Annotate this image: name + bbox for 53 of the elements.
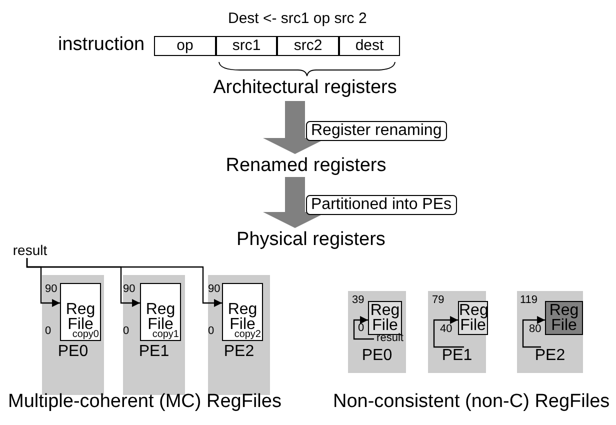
operation-formula: Dest <- src1 op src 2 <box>228 10 367 27</box>
processing-element-panel <box>348 291 406 373</box>
register-file-title: Reg File <box>369 303 400 333</box>
instruction-field: op <box>154 36 216 56</box>
arrow <box>353 316 374 340</box>
register-index: 0 <box>123 325 130 337</box>
panel-title: PE2 <box>222 343 256 361</box>
edge-label: Partitioned into PEs <box>306 195 457 215</box>
copy-label: copy2 <box>234 329 261 340</box>
panel-title: PE1 <box>138 343 170 361</box>
instruction-field: dest <box>339 36 400 56</box>
register-file-box <box>140 283 181 341</box>
copy-label: copy0 <box>72 329 99 340</box>
edge-label: Register renaming <box>306 121 447 141</box>
processing-element-panel <box>123 275 185 395</box>
panel-title: PE2 <box>534 347 566 365</box>
register-index: 39 <box>352 294 364 306</box>
stage-label: Renamed registers <box>221 155 391 177</box>
register-index: 90 <box>123 283 136 295</box>
row-label: instruction <box>58 34 145 56</box>
processing-element-panel <box>42 275 104 395</box>
instruction-field: src2 <box>277 36 339 56</box>
register-file-box <box>222 283 263 341</box>
register-index: 90 <box>45 283 58 295</box>
register-file-title: Reg File <box>548 303 580 333</box>
register-index: 90 <box>208 283 220 295</box>
panel-title: PE1 <box>440 347 474 365</box>
arrow <box>433 316 464 348</box>
register-index: 80 <box>529 323 542 335</box>
copy-label: copy1 <box>152 329 179 340</box>
signal-label: result <box>8 242 52 258</box>
instruction-field: src1 <box>216 36 277 56</box>
register-index: 40 <box>440 323 452 335</box>
signal-label: result <box>374 332 406 344</box>
arrow <box>522 316 545 348</box>
processing-element-panel <box>208 275 270 395</box>
section-caption: Multiple-coherent (MC) RegFiles <box>8 391 282 413</box>
register-file-box <box>60 283 101 341</box>
arrow <box>26 258 222 307</box>
register-index: 0 <box>45 325 52 337</box>
register-index: 119 <box>520 294 538 306</box>
processing-element-panel <box>428 291 486 373</box>
stage-label: Architectural registers <box>210 77 400 101</box>
register-index: 0 <box>358 322 364 334</box>
section-caption: Non-consistent (non-C) RegFiles <box>333 391 610 413</box>
stage-label: Physical registers <box>230 229 392 253</box>
panel-title: PE0 <box>56 343 90 361</box>
processing-element-panel <box>517 291 583 373</box>
register-index: 0 <box>208 325 214 337</box>
panel-title: PE0 <box>360 347 394 365</box>
register-file-title: Reg File <box>459 303 487 333</box>
register-index: 79 <box>432 294 444 306</box>
register-file-title: Reg File <box>144 302 176 332</box>
